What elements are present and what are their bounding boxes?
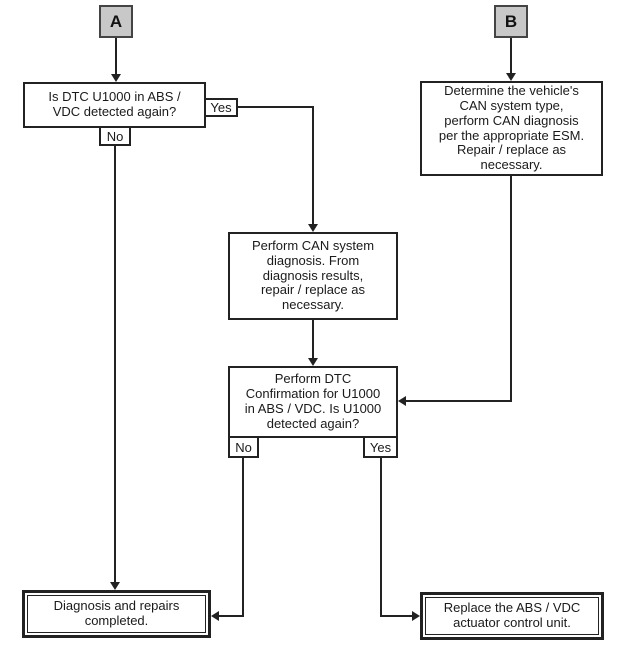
branch-label-yes-confirmation: Yes	[363, 436, 398, 458]
edge-b-action-vertical-line	[510, 176, 512, 402]
arrow-down-into-completed	[110, 582, 120, 590]
connector-a: A	[99, 5, 133, 38]
arrow-down-into-b-action	[506, 73, 516, 81]
edge-yes1-vertical-line	[312, 106, 314, 224]
branch-label-no-confirmation: No	[228, 436, 259, 458]
edge-b-to-action-line	[510, 38, 512, 73]
node-replace-actuator-unit: Replace the ABS / VDC actuator control u…	[420, 592, 604, 640]
arrow-left-into-dtc-confirmation	[398, 396, 406, 406]
node-dtc-confirmation: Perform DTC Confirmation for U1000 in AB…	[228, 366, 398, 438]
edge-a-to-question-line	[115, 38, 117, 74]
edge-no2-horizontal-line	[219, 615, 244, 617]
edge-b-action-horizontal-line	[406, 400, 512, 402]
edge-no2-vertical-line	[242, 458, 244, 616]
edge-yes2-horizontal-line	[380, 615, 412, 617]
edge-yes1-horizontal-line	[238, 106, 314, 108]
arrow-down-into-dtc-confirmation	[308, 358, 318, 366]
connector-b: B	[494, 5, 528, 38]
branch-label-yes-question1: Yes	[204, 98, 238, 117]
edge-no1-vertical-line	[114, 146, 116, 582]
node-determine-can-system: Determine the vehicle's CAN system type,…	[420, 81, 603, 176]
node-perform-can-diagnosis: Perform CAN system diagnosis. From diagn…	[228, 232, 398, 320]
branch-label-no-question1: No	[99, 126, 131, 146]
edge-can-to-confirmation-line	[312, 320, 314, 358]
node-diagnosis-completed: Diagnosis and repairs completed.	[22, 590, 211, 638]
edge-yes2-vertical-line	[380, 458, 382, 616]
arrow-down-into-can-diagnosis	[308, 224, 318, 232]
arrow-left-into-completed	[211, 611, 219, 621]
arrow-down-into-question	[111, 74, 121, 82]
node-dtc-detected-question: Is DTC U1000 in ABS / VDC detected again…	[23, 82, 206, 128]
arrow-right-into-replace-unit	[412, 611, 420, 621]
